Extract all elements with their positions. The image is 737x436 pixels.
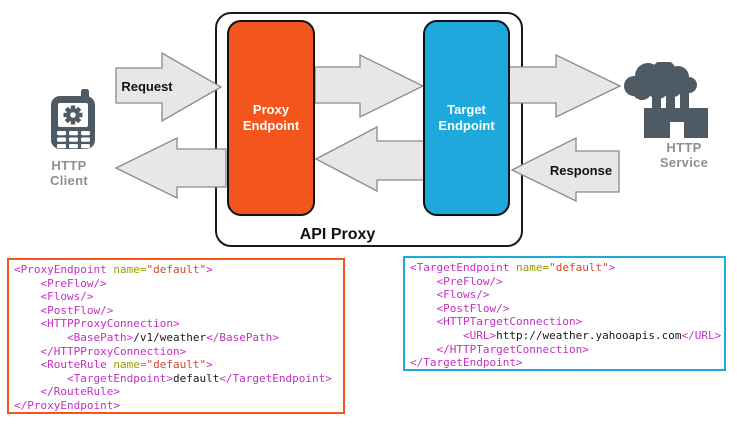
- target-endpoint-code-block: <TargetEndpoint name="default"> <PreFlow…: [403, 256, 726, 371]
- proxy-to-target-arrow-icon: [314, 53, 425, 119]
- http-client-label: HTTP Client: [50, 158, 88, 188]
- response-label: Response: [549, 163, 613, 178]
- proxy-endpoint-label: Proxy Endpoint: [242, 102, 300, 133]
- response-to-client-arrow-icon: [114, 136, 227, 200]
- proxy-endpoint-code-block: <ProxyEndpoint name="default"> <PreFlow/…: [7, 258, 345, 414]
- service-response-arrow-icon: [510, 136, 620, 203]
- flow-arrows: [114, 51, 622, 203]
- http-service-factory-icon: [624, 62, 708, 138]
- target-endpoint-label: Target Endpoint: [438, 102, 495, 133]
- target-endpoint-code-text: <TargetEndpoint name="default"> <PreFlow…: [410, 261, 722, 370]
- request-label: Request: [121, 79, 173, 94]
- api-proxy-label: API Proxy: [299, 226, 376, 243]
- proxy-endpoint-box: Proxy Endpoint: [227, 20, 315, 216]
- http-service-label: HTTP Service: [659, 140, 709, 170]
- target-endpoint-box: Target Endpoint: [423, 20, 510, 216]
- http-client-phone-icon: [51, 89, 95, 149]
- proxy-endpoint-code-text: <ProxyEndpoint name="default"> <PreFlow/…: [14, 263, 332, 412]
- target-to-proxy-arrow-icon: [314, 125, 425, 193]
- target-to-service-arrow-icon: [508, 53, 622, 119]
- request-arrow-icon: [115, 51, 223, 123]
